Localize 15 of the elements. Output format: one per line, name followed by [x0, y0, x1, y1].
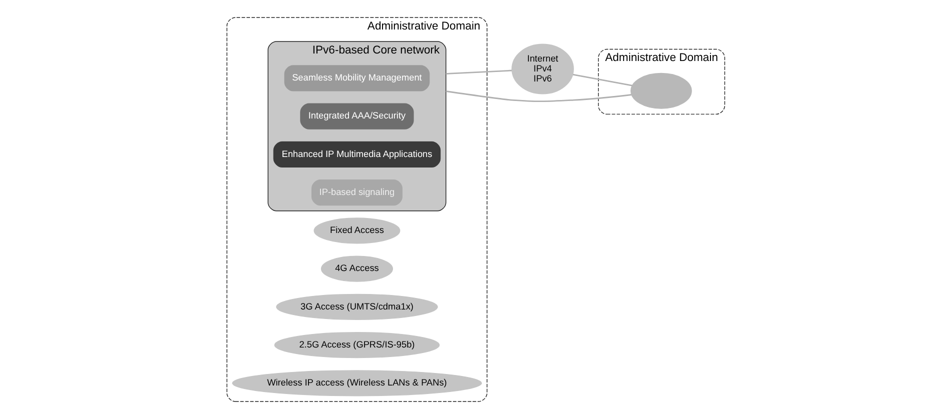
node-box: Integrated AAA/Security — [300, 102, 414, 129]
cluster: Administrative Domain — [598, 48, 725, 114]
node-box: Enhanced IP Multimedia Applications — [272, 140, 440, 167]
node-ellipse: Fixed Access — [313, 217, 400, 244]
node-ellipse: 4G Access — [320, 255, 393, 282]
connector — [572, 73, 632, 86]
node-box: Seamless Mobility Management — [284, 64, 430, 91]
node-ellipse: Wireless IP access (Wireless LANs & PANs) — [232, 370, 482, 396]
node-cloud — [630, 72, 692, 108]
node-ellipse: Internet IPv4 IPv6 — [511, 43, 574, 94]
connector — [445, 69, 512, 74]
connector — [445, 90, 631, 102]
node-box: IP-based signaling — [310, 179, 402, 206]
node-ellipse: 2.5G Access (GPRS/IS-95b) — [274, 331, 440, 358]
node-ellipse: 3G Access (UMTS/cdma1x) — [276, 293, 438, 320]
